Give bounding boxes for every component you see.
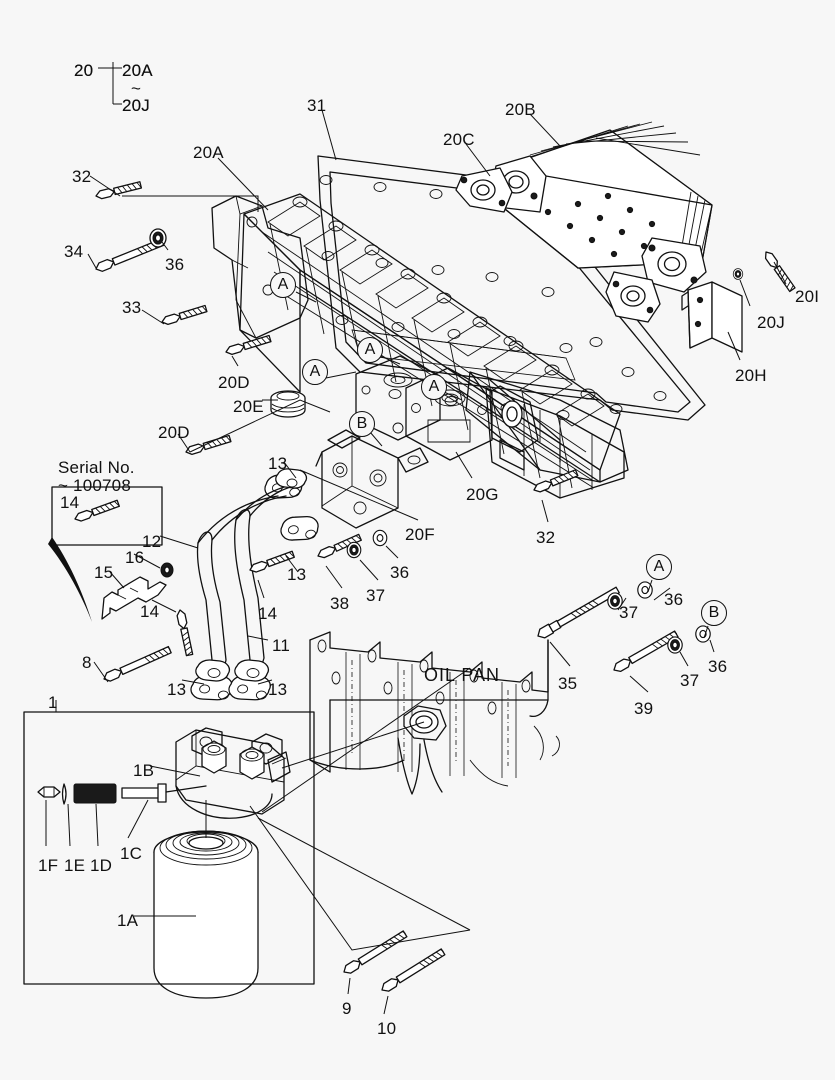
- sensor-15: [101, 562, 174, 620]
- washer-36-b: [695, 625, 711, 643]
- oil-filter-1a: [153, 800, 259, 999]
- flange-gaskets-13: [190, 473, 319, 701]
- part-label-20d: 20D: [158, 423, 190, 442]
- part-label-1e: 1E: [64, 856, 86, 875]
- range-key-bracket: [98, 62, 122, 105]
- part-label-9: 9: [342, 999, 352, 1018]
- part-label-14: 14: [140, 602, 160, 621]
- filter-small-parts: [37, 783, 207, 805]
- part-label-13: 13: [268, 680, 288, 699]
- bolt-35: [537, 586, 620, 639]
- callout-circle-b: B: [349, 411, 375, 437]
- part-label-31: 31: [307, 96, 327, 115]
- part-label-32: 32: [536, 528, 556, 547]
- label-20a-key: 20A: [122, 61, 153, 80]
- part-label-1b: 1B: [133, 761, 155, 780]
- part-label-1d: 1D: [90, 856, 113, 875]
- part-label-13: 13: [167, 680, 187, 699]
- oil-pump-20f: [315, 429, 429, 529]
- part-label-36: 36: [664, 590, 684, 609]
- callout-circle-a: A: [357, 337, 383, 363]
- label-20j-key: 20J: [122, 96, 151, 115]
- callout-circle-a: A: [302, 359, 328, 385]
- part-label-20a: 20A: [122, 61, 153, 80]
- part-label-15: 15: [94, 563, 114, 582]
- label-20: 20: [74, 61, 94, 80]
- part-label-20g: 20G: [466, 485, 499, 504]
- part-label-20c: 20C: [443, 130, 475, 149]
- washer-20j: [732, 268, 744, 280]
- part-label-20b: 20B: [505, 100, 536, 119]
- part-label-1: 1: [48, 693, 58, 712]
- part-label-36: 36: [390, 563, 410, 582]
- part-label-20: 20: [74, 61, 94, 80]
- callout-circle-a: A: [270, 272, 296, 298]
- part-label-14: 14: [258, 604, 278, 623]
- part-label-13: 13: [287, 565, 307, 584]
- part-label-10: 10: [377, 1019, 397, 1038]
- part-label-20f: 20F: [405, 525, 435, 544]
- gasket-20c-b: [605, 271, 661, 323]
- part-label-16: 16: [125, 548, 145, 567]
- part-label-1a: 1A: [117, 911, 139, 930]
- part-label-12: 12: [142, 532, 162, 551]
- part-label-32: 32: [72, 167, 92, 186]
- callout-circle-b: B: [701, 600, 727, 626]
- part-label-20i: 20I: [795, 287, 820, 306]
- filter-head: [175, 727, 291, 819]
- part-label-11: 11: [272, 636, 291, 655]
- serial-part-14: 14: [60, 493, 80, 512]
- oil-pan: [309, 631, 560, 795]
- part-label-36: 36: [708, 657, 728, 676]
- oil-pipes-11-12: [195, 468, 308, 682]
- oil-pan-caption: OIL PAN: [424, 665, 501, 685]
- washer-37-mid: [346, 541, 362, 559]
- part-label-20e: 20E: [233, 397, 264, 416]
- part-label-34: 34: [64, 242, 84, 261]
- part-label-13: 13: [268, 454, 288, 473]
- washer-36-mid: [372, 529, 388, 547]
- gasket-20c: [455, 167, 513, 213]
- part-label-37: 37: [366, 586, 386, 605]
- part-label-37: 37: [619, 603, 639, 622]
- leader-lines: [45, 109, 787, 1015]
- part-label-1f: 1F: [38, 856, 59, 875]
- oil-cooler-core-20b: [489, 121, 713, 293]
- part-label-20j: 20J: [122, 96, 151, 115]
- part-label-36: 36: [165, 255, 185, 274]
- part-label-39: 39: [634, 699, 654, 718]
- part-label-20d: 20D: [218, 373, 250, 392]
- bracket-20h: [681, 281, 743, 353]
- serial-line2: ~ 100708: [58, 476, 131, 495]
- part-label-8: 8: [82, 653, 92, 672]
- part-label-20j: 20J: [757, 313, 786, 332]
- callout-circle-a: A: [421, 374, 447, 400]
- part-label-33: 33: [122, 298, 142, 317]
- part-label-35: 35: [558, 674, 578, 693]
- callout-circle-a: A: [646, 554, 672, 580]
- part-label-37: 37: [680, 671, 700, 690]
- part-label-38: 38: [330, 594, 350, 613]
- part-label-20a: 20A: [193, 143, 224, 162]
- label-tilde: ~: [131, 79, 142, 98]
- part-label-20h: 20H: [735, 366, 767, 385]
- washer-37-b: [667, 636, 683, 654]
- serial-line1: Serial No.: [58, 458, 135, 477]
- part-label-1c: 1C: [120, 844, 143, 863]
